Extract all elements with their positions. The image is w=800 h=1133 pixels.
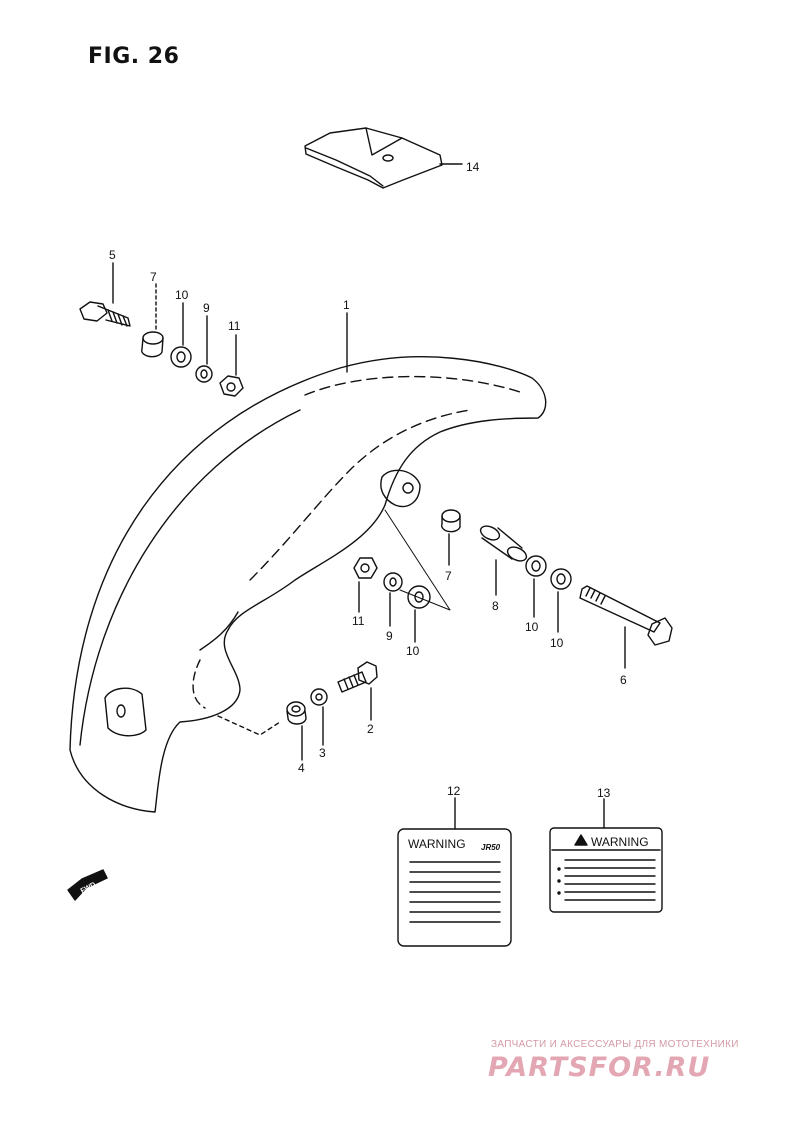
part-14-bracket xyxy=(304,127,463,189)
part-2-bolt xyxy=(337,661,378,721)
callout-10-top: 10 xyxy=(175,288,189,302)
part-3-washer xyxy=(310,688,328,746)
callout-9-top: 9 xyxy=(203,301,210,315)
part-7-spacer-top xyxy=(141,283,164,358)
part-11-nut-top xyxy=(219,334,244,397)
callout-11-mid: 11 xyxy=(352,614,365,628)
callout-3: 3 xyxy=(319,746,326,760)
part-4-grommet xyxy=(286,701,307,761)
watermark-caption: ЗАПЧАСТИ И АКСЕССУАРЫ ДЛЯ МОТОТЕХНИКИ xyxy=(491,1039,739,1050)
part-10-washer-right-1 xyxy=(525,555,547,618)
part-9-washer-top xyxy=(195,315,213,383)
callout-9-mid: 9 xyxy=(386,629,393,643)
callout-6: 6 xyxy=(620,673,627,687)
callout-4: 4 xyxy=(298,761,305,775)
fwd-arrow-icon xyxy=(67,869,108,901)
callout-13: 13 xyxy=(597,786,611,800)
callout-8: 8 xyxy=(492,599,499,613)
callout-12: 12 xyxy=(447,784,461,798)
part-5-bolt xyxy=(79,262,131,327)
part-11-nut-mid xyxy=(353,557,378,613)
label-12-title: WARNING xyxy=(408,837,466,851)
callout-14: 14 xyxy=(466,160,480,174)
callout-numbers: 1 2 3 4 5 6 7 7 8 9 9 10 10 10 10 11 11 … xyxy=(109,160,627,800)
callout-10-right-1: 10 xyxy=(525,620,539,634)
assembly-center-lines xyxy=(384,509,451,611)
callout-10-right-2: 10 xyxy=(550,636,564,650)
part-9-washer-mid xyxy=(383,572,403,627)
part-12-warning-label xyxy=(397,797,512,947)
label-13-title: WARNING xyxy=(591,835,649,849)
part-8-collar xyxy=(479,525,528,596)
part-10-washer-top xyxy=(170,302,192,368)
part-10-washer-right-2 xyxy=(550,568,572,633)
callout-7-top: 7 xyxy=(150,270,157,284)
part-6-long-bolt xyxy=(579,585,673,669)
watermark-logo: PARTSFOR.RU xyxy=(488,1052,711,1083)
callout-1: 1 xyxy=(343,298,350,312)
label-12-code: JR50 xyxy=(481,843,501,852)
callout-7-right: 7 xyxy=(445,569,452,583)
callout-11-top: 11 xyxy=(228,319,241,333)
part-1-fender xyxy=(69,312,547,813)
part-13-warning-label xyxy=(549,798,663,913)
part-7-spacer-right xyxy=(441,509,461,566)
figure-title: FIG. 26 xyxy=(88,44,180,69)
part-10-washer-mid xyxy=(407,585,431,643)
callout-2: 2 xyxy=(367,722,374,736)
callout-10-mid: 10 xyxy=(406,644,420,658)
callout-5: 5 xyxy=(109,248,116,262)
